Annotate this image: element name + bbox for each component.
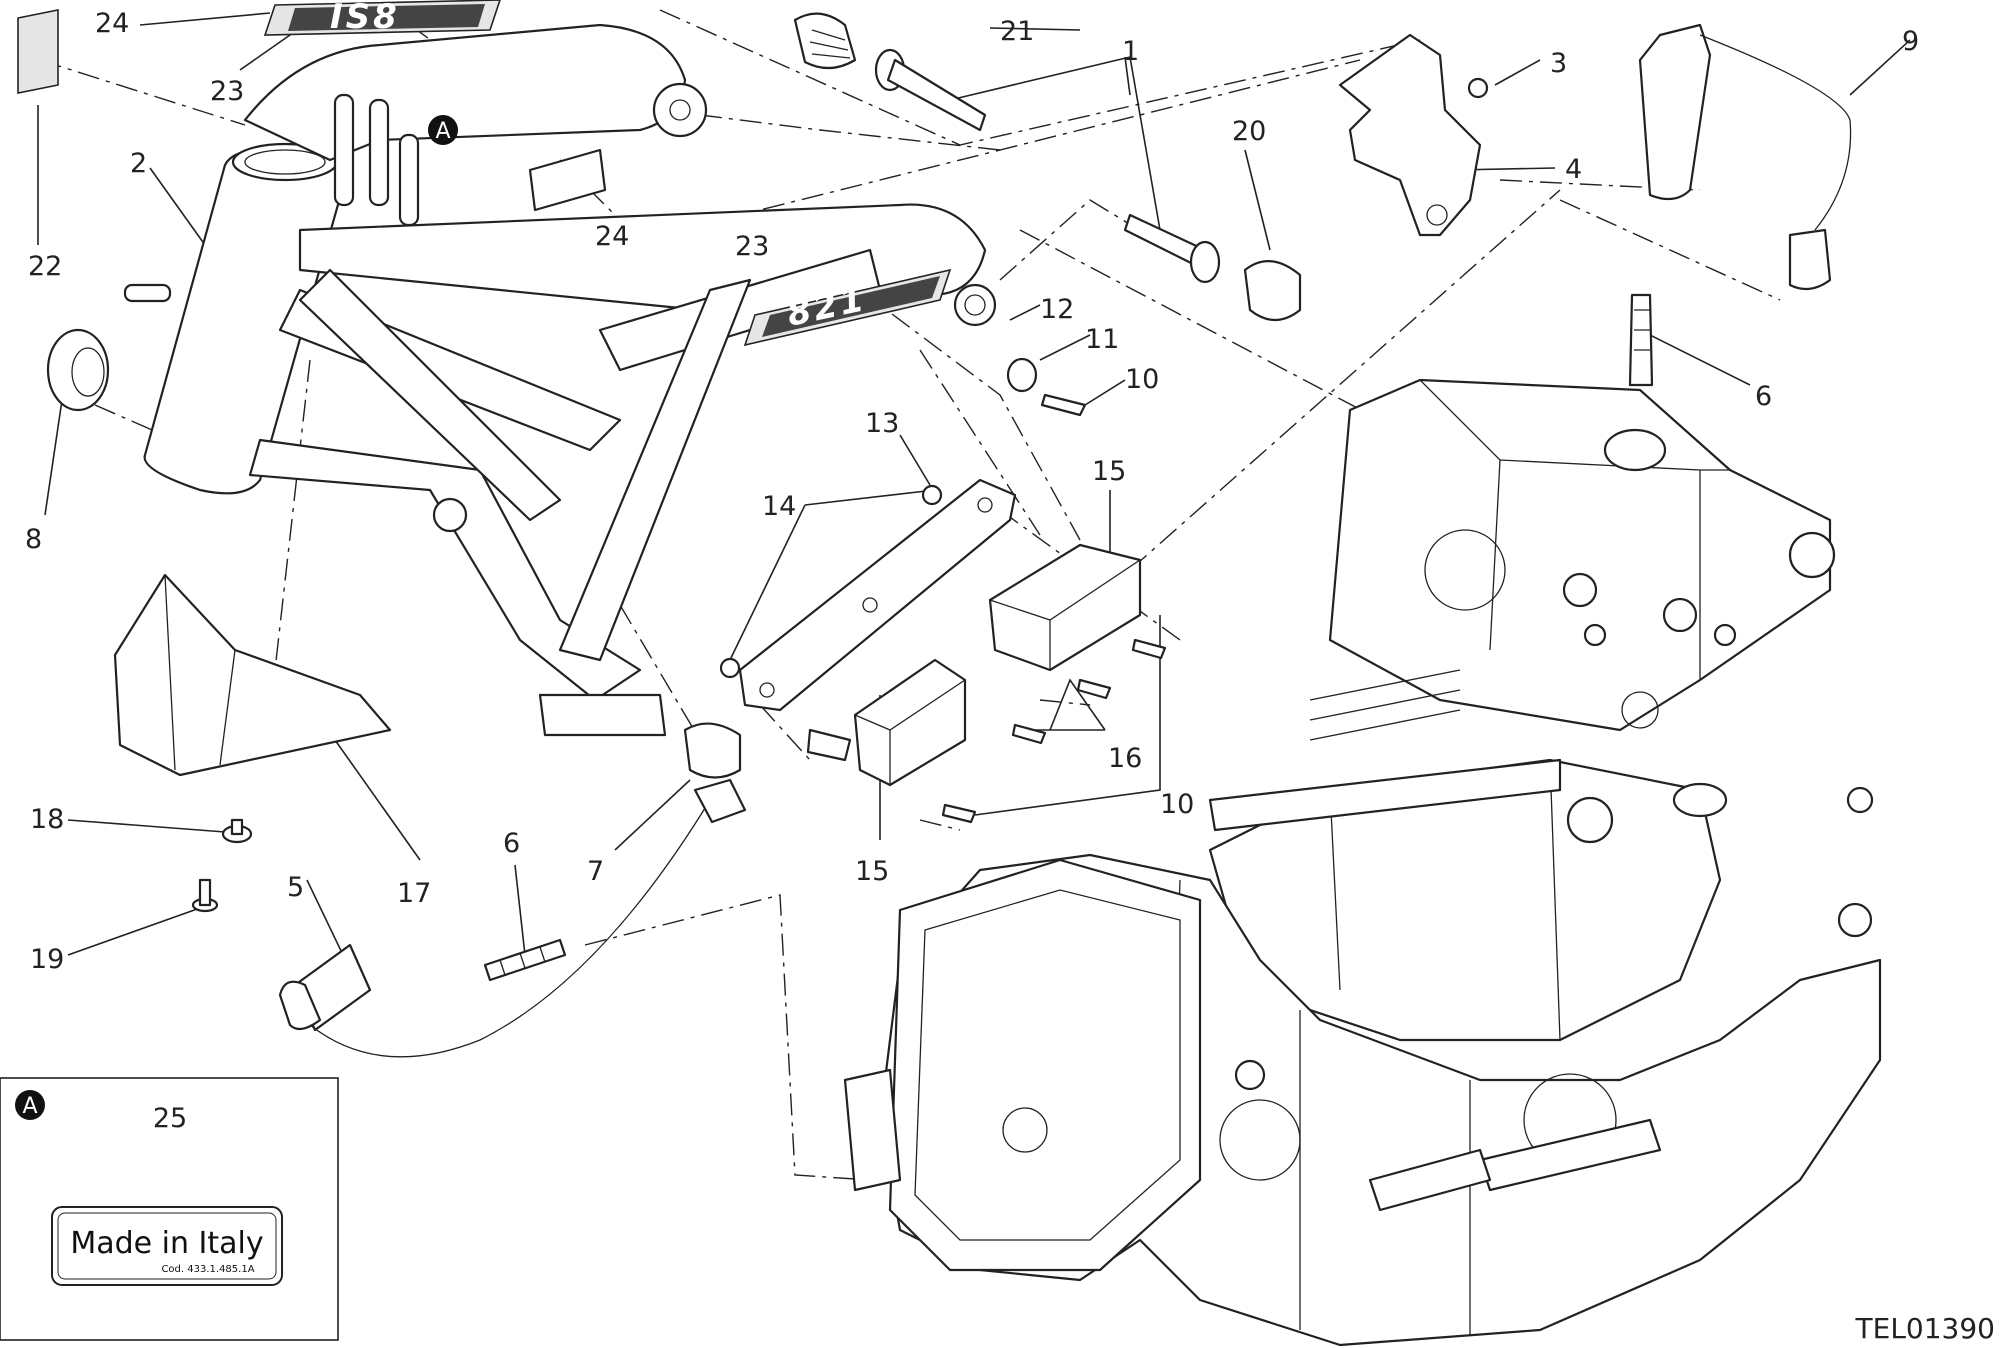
bracket-part-13: [738, 478, 1017, 712]
callout-9: 9: [1902, 26, 1919, 57]
drawing-code: TEL01390: [1855, 1312, 1995, 1345]
engine-assembly: [843, 378, 1882, 1347]
grommet-part-8: [46, 283, 172, 412]
callout-8: 8: [25, 524, 42, 555]
plug-part-7: [683, 722, 742, 779]
detail-a-marker-text: A: [22, 1094, 37, 1119]
bracket-part-4: [1338, 33, 1489, 237]
callout-10-upper: 10: [1125, 364, 1159, 395]
callout-14: 14: [762, 491, 796, 522]
plate-code-text: Cod. 433.1.485.1A: [161, 1264, 254, 1275]
plate-title-text: Made in Italy: [70, 1226, 263, 1261]
ignition-coil-part-15-lower: [806, 658, 967, 787]
callout-25: 25: [153, 1103, 187, 1134]
detail-a-box: A 25 Made in Italy Cod. 433.1.485.1A: [0, 1077, 339, 1341]
callout-13: 13: [865, 408, 899, 439]
callout-5: 5: [287, 872, 304, 903]
callout-10-lower: 10: [1160, 789, 1194, 820]
spark-plug-part-6-lower: [483, 938, 567, 982]
frame-part-2: IS8 821: [143, 0, 987, 737]
callout-6-lower: 6: [503, 828, 520, 859]
callout-1: 1: [1122, 36, 1139, 67]
callout-16: 16: [1108, 743, 1142, 774]
callout-24-side: 24: [595, 221, 629, 252]
callout-22: 22: [28, 251, 62, 282]
detail-a-marker: [15, 1090, 45, 1120]
fastener-part-18: [221, 818, 253, 844]
callout-23-side: 23: [735, 231, 769, 262]
callout-21: 21: [1000, 16, 1034, 47]
bolt-part-16: [1011, 678, 1112, 745]
callout-2: 2: [130, 148, 147, 179]
callout-7: 7: [587, 856, 604, 887]
callout-20: 20: [1232, 116, 1266, 147]
callout-11: 11: [1085, 324, 1119, 355]
frame-detail-marker-text: A: [435, 119, 450, 144]
decal-strip-part-22: [17, 9, 59, 94]
callout-24-top: 24: [95, 8, 129, 39]
decal-top-text: IS8: [330, 0, 400, 37]
plug-part-21: [793, 12, 857, 70]
callout-15-upper: 15: [1092, 456, 1126, 487]
pulley-part-12: [953, 283, 997, 327]
callout-4: 4: [1565, 154, 1582, 185]
fastener-part-19: [191, 878, 219, 913]
plug-part-20: [1243, 260, 1302, 322]
bolt-part-1: [874, 48, 1221, 284]
washer-part-11: [1006, 357, 1038, 393]
ignition-coil-part-15-upper: [988, 543, 1142, 672]
decal-top-part-24: IS8: [263, 0, 501, 37]
made-in-italy-plate-part-25: Made in Italy Cod. 433.1.485.1A: [51, 1206, 283, 1286]
spark-plug-part-6-upper: [1628, 293, 1654, 387]
ht-lead-part-9: [1638, 23, 1852, 291]
callout-labels: 24 23 2 22 8 21 1 20 3 4 9 6 24 23 12 11…: [25, 8, 1919, 975]
callout-17: 17: [397, 878, 431, 909]
callout-18: 18: [30, 804, 64, 835]
cover-part-17: [113, 573, 392, 777]
ht-lead-part-5: [278, 778, 747, 1058]
frame-detail-marker: A: [428, 115, 458, 145]
bolt-part-10-lower: [941, 638, 1167, 824]
bolt-part-10-upper: [1040, 393, 1087, 417]
callout-3: 3: [1550, 48, 1567, 79]
callout-12: 12: [1040, 294, 1074, 325]
nut-part-14: [719, 484, 943, 679]
callout-19: 19: [30, 944, 64, 975]
callout-6-upper: 6: [1755, 381, 1772, 412]
callout-15-lower: 15: [855, 856, 889, 887]
callout-23-top: 23: [210, 76, 244, 107]
